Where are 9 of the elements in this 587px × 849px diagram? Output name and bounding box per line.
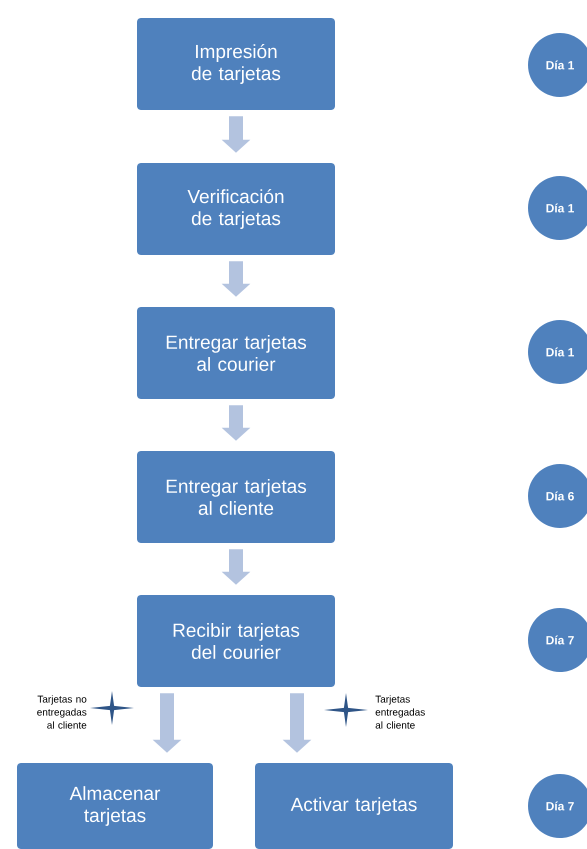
process-box: Entregar tarjetas al courier: [137, 307, 335, 399]
process-box: Verificación de tarjetas: [137, 163, 335, 255]
process-box: Almacenar tarjetas: [17, 763, 213, 849]
caption-text: Tarjetas entregadas al cliente: [375, 695, 425, 729]
process-box: Recibir tarjetas del courier: [137, 595, 335, 687]
caption-text: Tarjetas no entregadas al cliente: [37, 695, 86, 729]
process-box: Activar tarjetas: [255, 763, 453, 849]
process-box: Impresión de tarjetas: [137, 18, 335, 110]
process-box: Entregar tarjetas al cliente: [137, 451, 335, 543]
